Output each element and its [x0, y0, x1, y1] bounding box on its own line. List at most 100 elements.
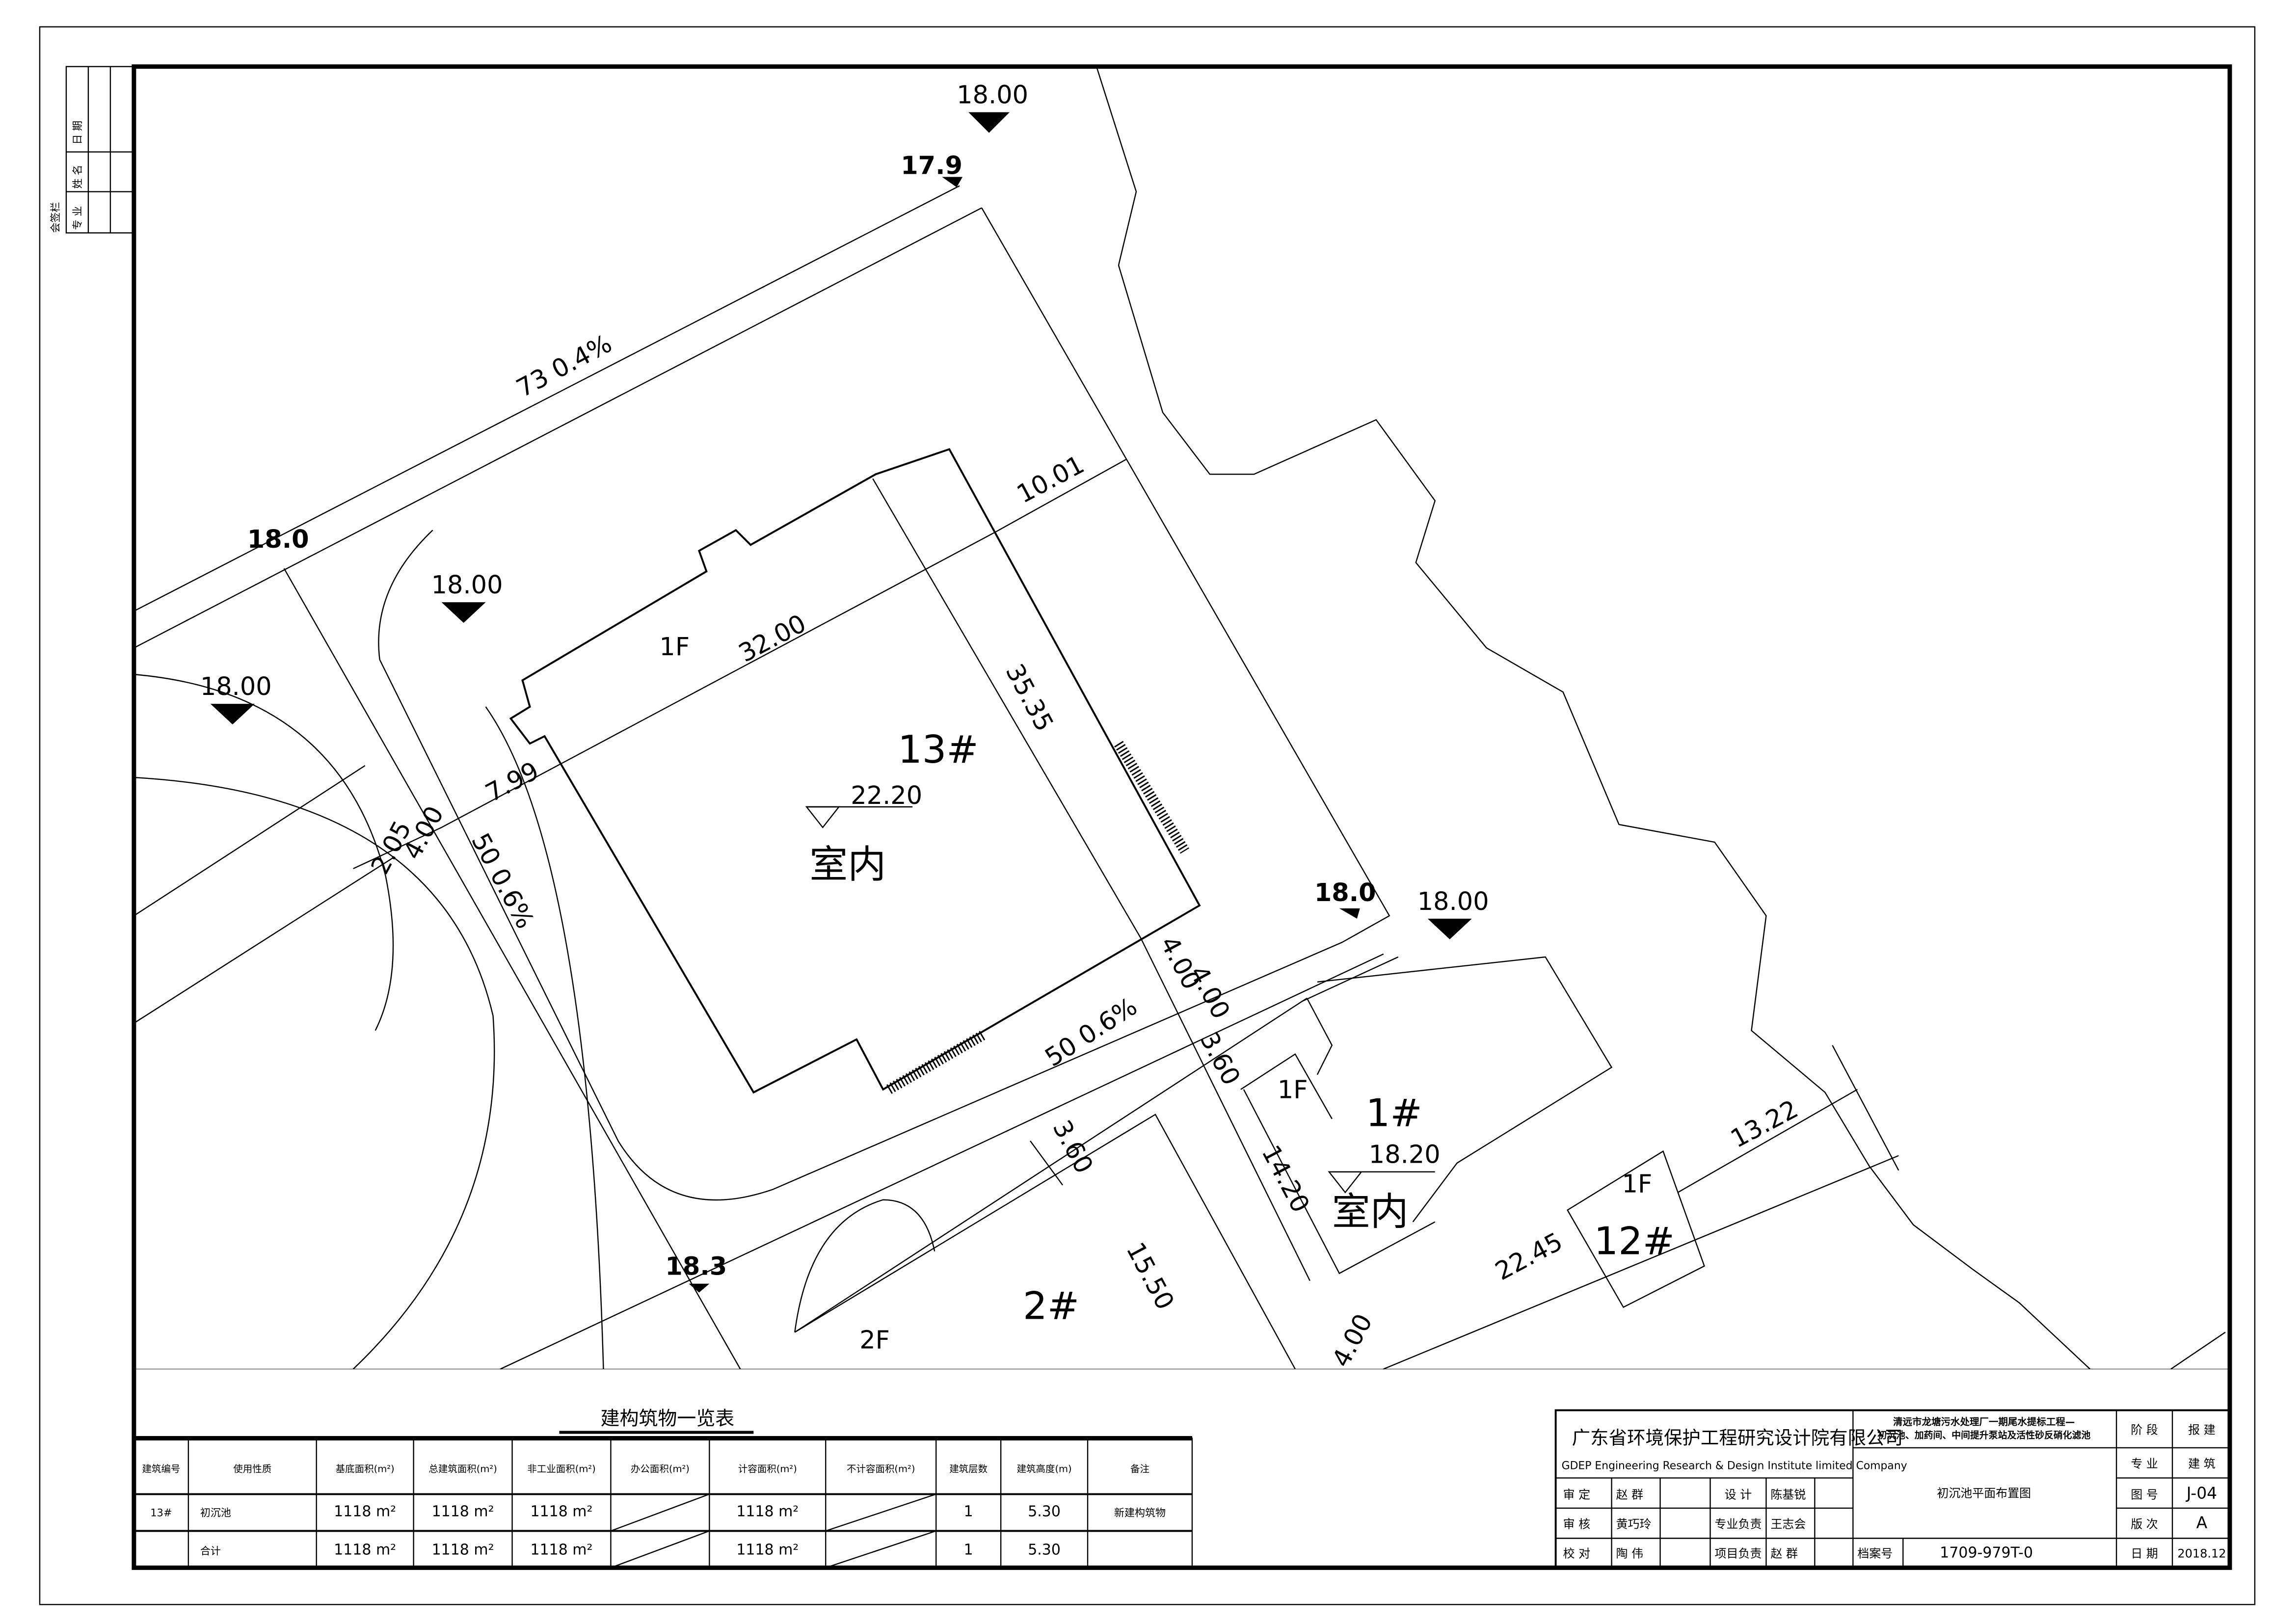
- role-name: 黄巧玲: [1616, 1517, 1652, 1531]
- building-2-name: 2#: [1023, 1284, 1079, 1329]
- table-header-cell: 建筑高度(m): [1017, 1463, 1072, 1474]
- table-header-cell: 非工业面积(m²): [527, 1463, 595, 1474]
- dim-22-45: 22.45: [1491, 1227, 1568, 1286]
- dim-3-60-b: 3.60: [1047, 1116, 1098, 1178]
- building-table-title: 建构筑物一览表: [600, 1408, 734, 1430]
- table-cell: 1118 m²: [334, 1503, 396, 1520]
- building-1-name: 1#: [1366, 1092, 1422, 1136]
- elevation-top-design: 18.00: [957, 81, 1028, 110]
- elevation-top-road: 17.9: [901, 152, 962, 181]
- building-1-floors: 1F: [1278, 1076, 1308, 1105]
- signature-block-title: 会签栏: [50, 202, 61, 233]
- signature-header-name: 姓 名: [72, 165, 83, 189]
- meta-value: J-04: [2186, 1483, 2217, 1502]
- elevation-right-design: 18.00: [1417, 887, 1489, 916]
- role-label-2: 项目负责: [1715, 1546, 1762, 1560]
- dim-35-35: 35.35: [1000, 660, 1059, 737]
- dim-4-00-bottom: 4.00: [1327, 1309, 1378, 1372]
- role-label: 审 核: [1563, 1517, 1591, 1531]
- signature-header-discipline: 专 业: [72, 206, 83, 230]
- building-13-floors: 1F: [659, 633, 690, 662]
- role-name: 赵 群: [1616, 1488, 1644, 1501]
- indoor-elevation-triangle-icon: [1328, 1171, 1363, 1194]
- meta-label: 版 次: [2131, 1517, 2158, 1531]
- title-block: 广东省环境保护工程研究设计院有限公司 GDEP Engineering Rese…: [1554, 1409, 2231, 1569]
- table-header-cell: 备注: [1130, 1463, 1149, 1474]
- elevation-triangle-icon: [968, 112, 1010, 133]
- table-header-cell: 基底面积(m²): [336, 1463, 395, 1474]
- elevation-bottom-road: 18.3: [665, 1252, 727, 1281]
- table-cell: 1118 m²: [432, 1503, 494, 1520]
- meta-label: 图 号: [2131, 1488, 2158, 1501]
- table-header-cell: 不计容面积(m²): [847, 1463, 915, 1474]
- site-boundary-irregular: [1095, 66, 2090, 1370]
- table-cell: 5.30: [1028, 1541, 1061, 1558]
- table-header-cell: 计容面积(m²): [738, 1463, 797, 1474]
- table-cell: 初沉池: [200, 1507, 231, 1518]
- building-13-name: 13#: [898, 728, 979, 772]
- role-label: 审 定: [1563, 1488, 1591, 1501]
- table-cell: 1118 m²: [334, 1541, 396, 1558]
- dim-32: 32.00: [734, 609, 811, 668]
- elevation-triangle-icon: [689, 1283, 710, 1293]
- role-label-2: 专业负责: [1715, 1517, 1762, 1531]
- table-header-cell: 建筑层数: [949, 1463, 988, 1474]
- role-name-2: 赵 群: [1770, 1546, 1798, 1560]
- project-name-line1: 清远市龙塘污水处理厂一期尾水提标工程—: [1893, 1416, 2075, 1427]
- elevation-right-road: 18.0: [1314, 879, 1376, 907]
- meta-label: 日 期: [2131, 1546, 2158, 1560]
- dim-15-50: 15.50: [1121, 1238, 1180, 1315]
- table-cell: 1118 m²: [736, 1541, 799, 1558]
- elevation-far-left-design: 18.00: [200, 672, 272, 701]
- elevation-markers: [210, 112, 1472, 1293]
- dim-7-99: 7.99: [481, 756, 544, 808]
- elevation-triangle-icon: [942, 177, 963, 187]
- building-13-indoor-label: 室内: [809, 843, 886, 887]
- dim-3-60-a: 3.60: [1194, 1027, 1245, 1090]
- meta-value: 建 筑: [2188, 1457, 2216, 1470]
- building-13-outline: [509, 448, 1201, 1094]
- building-13-indoor-elevation: 22.20: [851, 781, 922, 810]
- empty-cell-slash: [611, 1493, 710, 1532]
- signature-block: 会签栏 专 业 姓 名 日 期: [50, 66, 135, 234]
- signature-header-date: 日 期: [72, 121, 83, 145]
- role-label: 校 对: [1563, 1546, 1591, 1560]
- dim-14-20: 14.20: [1255, 1141, 1315, 1218]
- dim-10-01: 10.01: [1013, 450, 1090, 509]
- meta-value: 2018.12: [2178, 1546, 2226, 1560]
- building-12-name: 12#: [1594, 1220, 1675, 1264]
- empty-cell-slash: [825, 1493, 936, 1532]
- archive-number: 1709-979T-0: [1940, 1544, 2033, 1561]
- elevation-left-design: 18.00: [431, 571, 503, 600]
- table-cell: 1: [964, 1503, 973, 1520]
- role-name-2: 陈基锐: [1770, 1488, 1806, 1501]
- project-name-line2: 初沉池、加药间、中间提升泵站及活性砂反硝化滤池: [1877, 1429, 2090, 1440]
- outer-border: [39, 26, 2256, 1605]
- empty-cell-slash: [611, 1530, 710, 1569]
- role-name-2: 王志会: [1770, 1517, 1806, 1531]
- role-name: 陶 伟: [1616, 1546, 1644, 1560]
- elevation-triangle-icon: [1427, 918, 1472, 939]
- elevation-triangle-icon: [210, 704, 255, 725]
- table-cell: 1: [964, 1541, 973, 1558]
- archive-label: 档案号: [1857, 1546, 1893, 1560]
- table-cell: 1118 m²: [531, 1541, 593, 1558]
- table-cell: 1118 m²: [432, 1541, 494, 1558]
- table-header-cell: 建筑编号: [142, 1463, 180, 1474]
- dimension-lines: [353, 459, 1899, 1281]
- table-header-cell: 办公面积(m²): [631, 1463, 690, 1474]
- company-name-cn: 广东省环境保护工程研究设计院有限公司: [1572, 1427, 1903, 1448]
- table-cell: 1118 m²: [531, 1503, 593, 1520]
- table-cell: 1118 m²: [736, 1503, 799, 1520]
- table-cell: 13#: [150, 1507, 172, 1518]
- building-2-floors: 2F: [859, 1326, 890, 1355]
- table-header-cell: 总建筑面积(m²): [428, 1463, 497, 1474]
- building-list-table: 建构筑物一览表 建筑编号使用性质基底面积(m²)总建筑面积(m²)非工业面积(m…: [133, 1408, 1193, 1569]
- table-cell: 合计: [200, 1545, 221, 1557]
- company-name-en: GDEP Engineering Research & Design Insti…: [1562, 1460, 1907, 1472]
- site-linework: [133, 66, 2230, 1370]
- drawing-title: 初沉池平面布置图: [1937, 1486, 2031, 1500]
- building-12-outline: [1567, 1150, 1706, 1308]
- ramp-hatch-east: [1114, 741, 1189, 854]
